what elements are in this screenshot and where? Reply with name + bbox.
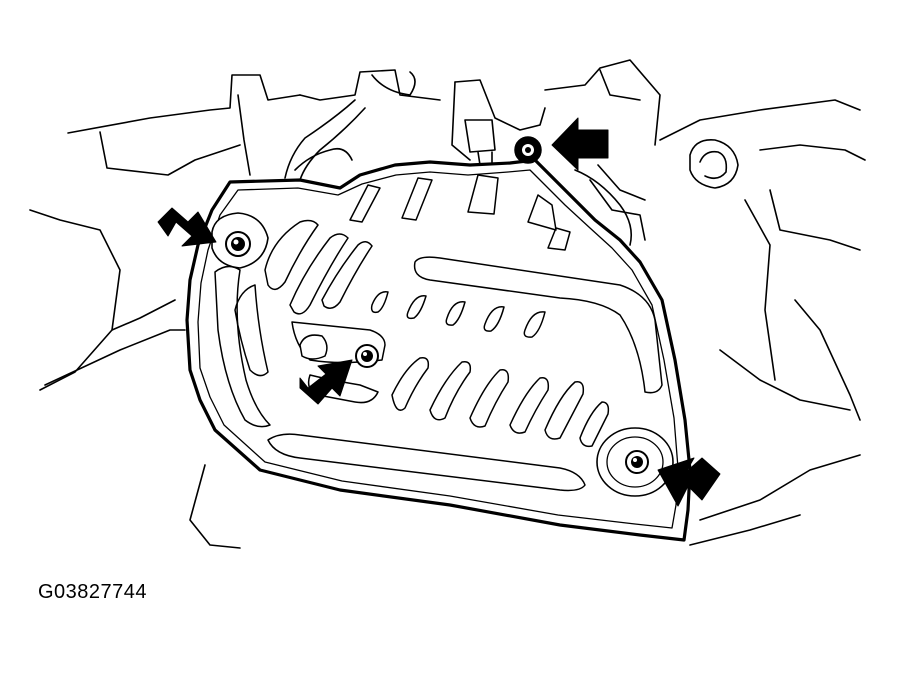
bolt-middle-icon bbox=[299, 334, 379, 368]
fasteners bbox=[211, 136, 674, 497]
shield-outer-outline bbox=[185, 158, 692, 542]
arrow-top-left-icon bbox=[157, 207, 217, 247]
bolt-bottom-right-icon bbox=[596, 427, 674, 497]
figure-id-label: G03827744 bbox=[38, 581, 148, 603]
arrow-top-right-icon bbox=[551, 117, 609, 171]
arrow-bottom-right-icon bbox=[657, 457, 721, 507]
arrow-middle-icon bbox=[299, 359, 353, 405]
panel-ribs bbox=[214, 174, 663, 492]
callout-arrows bbox=[157, 117, 721, 507]
shield-panel bbox=[185, 158, 692, 542]
shield-inner-rim bbox=[197, 169, 679, 529]
bolt-top-left-icon bbox=[211, 212, 269, 269]
bolt-top-right-icon bbox=[514, 136, 542, 164]
background-structure bbox=[29, 59, 866, 549]
